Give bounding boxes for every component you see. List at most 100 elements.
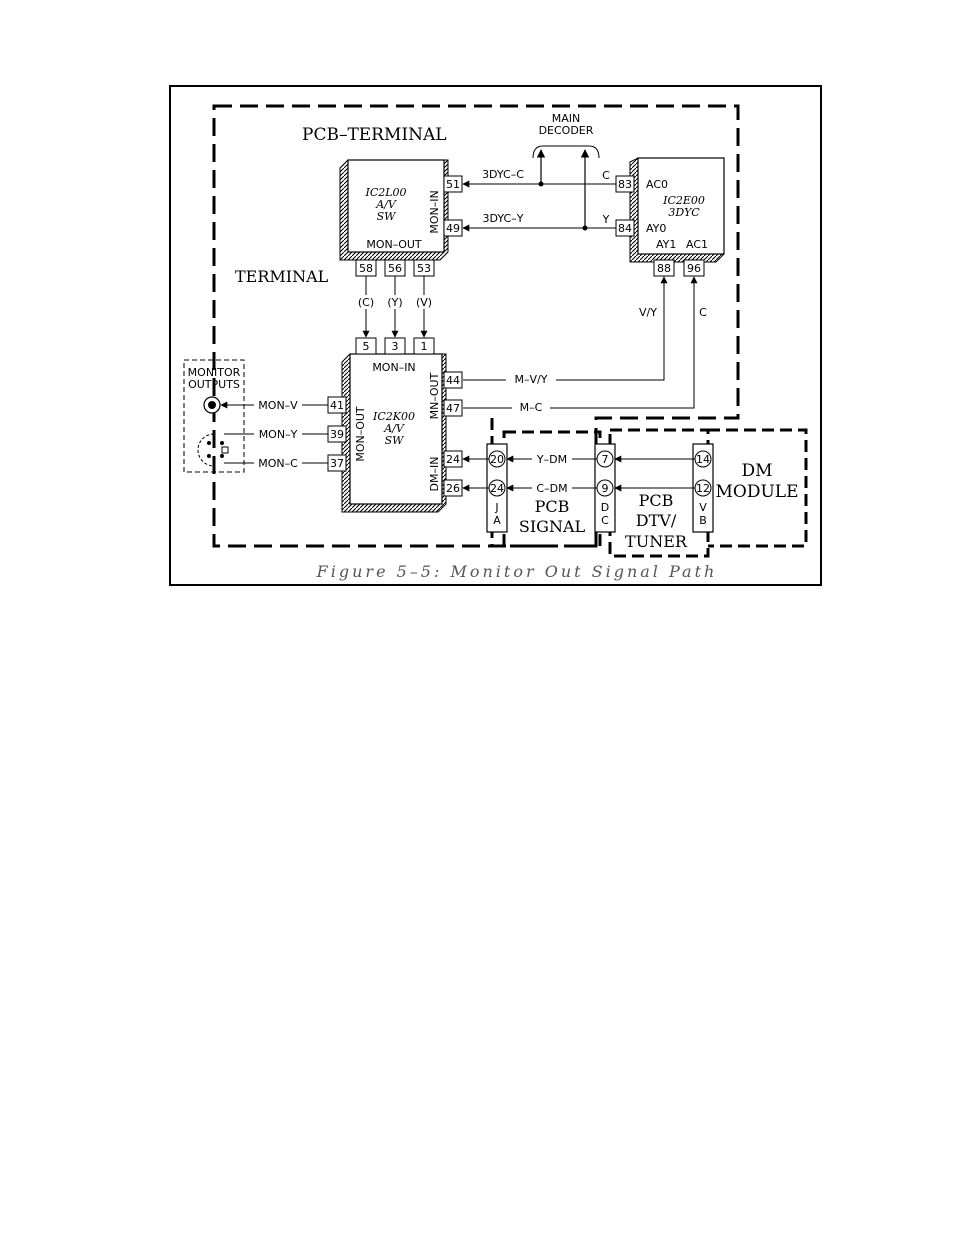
pcb-terminal-boundary — [212, 104, 740, 548]
ic2k00-chip — [349, 353, 443, 505]
s-video-key — [221, 446, 229, 454]
pcb-dtv-label-3: TUNER — [625, 532, 688, 551]
monitor-outputs-box — [183, 359, 245, 473]
ic2e00-chip — [637, 157, 725, 255]
pin-26-label: 26 — [446, 482, 460, 495]
ic2k00-mon-in: MON–IN — [372, 361, 415, 374]
ic2e00-name: IC2E00 — [662, 194, 705, 207]
dm-module-label-2: MODULE — [716, 482, 799, 502]
dc-pin-9-label: 9 — [602, 482, 609, 495]
pin-58-label: 58 — [359, 262, 373, 275]
ic2e00-line2: 3DYC — [668, 206, 700, 219]
signal-paren-v: (V) — [416, 296, 432, 309]
vb-letter-2: B — [699, 514, 707, 527]
signal-m-c: M–C — [520, 401, 543, 414]
s-video-pin-2 — [207, 454, 211, 458]
junction-y — [582, 225, 588, 231]
signal-mon-y: MON–Y — [259, 428, 298, 441]
pcb-dtv-label-2: DTV/ — [636, 511, 677, 530]
pin-26 — [443, 479, 463, 497]
vb-letter-1: V — [699, 501, 707, 514]
ic2e00-ac0: AC0 — [646, 178, 668, 191]
signal-3dyc-y: 3DYC–Y — [483, 212, 524, 225]
s-video-pin-4 — [220, 454, 224, 458]
pin-5-label: 5 — [363, 340, 370, 353]
pcb-dtv-label-1: PCB — [639, 491, 674, 510]
signal-vy: V/Y — [639, 306, 657, 319]
ic2l00-line3: SW — [377, 210, 398, 223]
monitor-outputs-label-1: MONITOR — [188, 366, 241, 379]
pin-51-label: 51 — [446, 178, 460, 191]
pin-44 — [443, 371, 463, 389]
signal-paren-c: (C) — [358, 296, 374, 309]
monitor-outputs-label-2: OUTPUTS — [188, 378, 240, 391]
pin-1-label: 1 — [421, 340, 428, 353]
pin-56-label: 56 — [388, 262, 402, 275]
figure-frame — [169, 85, 822, 586]
dc-letter-1: D — [601, 501, 609, 514]
s-video-pin-3 — [220, 441, 224, 445]
vb-pin-14-label: 14 — [696, 453, 710, 466]
figure-caption: Figure 5–5: Monitor Out Signal Path — [316, 562, 718, 581]
pcb-terminal-label: PCB–TERMINAL — [302, 125, 447, 145]
vb-pin-12-label: 12 — [696, 482, 710, 495]
ic2k00-line3: SW — [385, 434, 406, 447]
signal-c-right: C — [699, 306, 707, 319]
ic2e00-ac1: AC1 — [686, 238, 708, 251]
ic2l00-mon-out: MON–OUT — [366, 238, 422, 251]
pin-49-label: 49 — [446, 222, 460, 235]
pin-88-label: 88 — [657, 262, 671, 275]
pin-24-k-label: 24 — [446, 453, 460, 466]
signal-mon-c: MON–C — [258, 457, 298, 470]
pcb-signal-label-1: PCB — [535, 497, 570, 516]
pin-96 — [683, 259, 705, 277]
ja-pin-24-label: 24 — [490, 482, 504, 495]
pin-83-label: 83 — [618, 178, 632, 191]
pin-44-label: 44 — [446, 374, 460, 387]
ic2l00-line2: A/V — [375, 198, 397, 211]
ja-letter-1: J — [494, 501, 498, 514]
ic2k00-mon-out: MON–OUT — [354, 406, 367, 462]
ic2k00-mn-out: MN–OUT — [428, 372, 441, 419]
signal-m-vy: M–V/Y — [515, 373, 548, 386]
ic2k00-dm-in: DM–IN — [428, 457, 441, 492]
pin-84-label: 84 — [618, 222, 632, 235]
pin-53-label: 53 — [417, 262, 431, 275]
pin-49 — [443, 219, 463, 237]
pin-3 — [384, 337, 406, 355]
pin-3-label: 3 — [392, 340, 399, 353]
wire-m-c — [463, 276, 698, 409]
pin-1 — [413, 337, 435, 355]
signal-c-dm: C–DM — [536, 482, 567, 495]
ic2k00-line2: A/V — [383, 422, 405, 435]
ic2k00-name: IC2K00 — [372, 410, 415, 423]
dm-module-boundary — [708, 428, 808, 548]
ic2l00-chip — [347, 159, 445, 253]
ja-letter-2: A — [493, 514, 501, 527]
pin-39-label: 39 — [330, 428, 344, 441]
pin-51 — [443, 175, 463, 193]
pin-24-k — [443, 450, 463, 468]
pcb-signal-label-2: SIGNAL — [519, 517, 586, 536]
pin-41-label: 41 — [330, 399, 344, 412]
pin-47-label: 47 — [446, 402, 460, 415]
s-video-pin-1 — [207, 441, 211, 445]
ic2e00-ay0: AY0 — [646, 222, 666, 235]
ja-pin-20-label: 20 — [490, 453, 504, 466]
signal-y-label: Y — [602, 213, 610, 226]
s-video-jack — [197, 433, 215, 467]
main-decoder-bracket — [532, 145, 600, 159]
mon-v-jack-inner — [208, 401, 216, 409]
dc-pin-7-label: 7 — [602, 453, 609, 466]
main-decoder-label-2: DECODER — [539, 124, 594, 137]
signal-y-dm: Y–DM — [536, 453, 567, 466]
wire-m-vy — [463, 276, 668, 381]
signal-3dyc-c: 3DYC–C — [482, 168, 524, 181]
terminal-label: TERMINAL — [235, 267, 329, 286]
pin-37-label: 37 — [330, 457, 344, 470]
pin-96-label: 96 — [687, 262, 701, 275]
ic2e00-ay1: AY1 — [656, 238, 676, 251]
dc-letter-2: C — [601, 514, 609, 527]
dm-module-label-1: DM — [741, 461, 772, 481]
